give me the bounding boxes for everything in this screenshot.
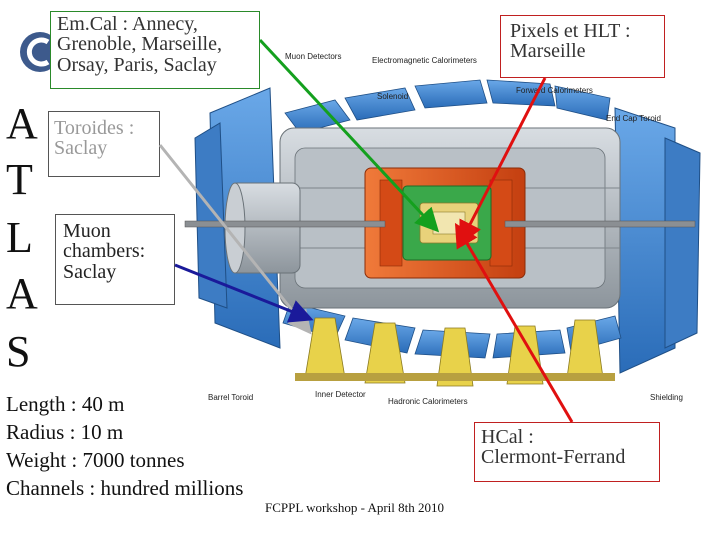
floor-rail (295, 373, 615, 381)
atlas-letter-a2: A (6, 269, 38, 318)
callout-pixels-line-1: Pixels et HLT : (510, 20, 631, 42)
callout-toroids-line-1: Toroides : (54, 117, 135, 139)
callout-emcal-line-1: Em.Cal : Annecy, (57, 13, 198, 35)
label-hadronic-calorimeters: Hadronic Calorimeters (388, 397, 468, 406)
callout-muon-line-1: Muon (63, 220, 111, 242)
label-barrel-toroid: Barrel Toroid (208, 393, 254, 402)
callout-hcal-line-2: Clermont-Ferrand (481, 446, 626, 469)
atlas-letter-l: L (6, 213, 33, 262)
right-end-cap (614, 107, 701, 374)
atlas-letter-a1: A (6, 99, 38, 148)
stat-length: Length : 40 m (6, 392, 125, 416)
callout-muon-chambers: Muon chambers: Saclay (55, 214, 175, 305)
label-muon-detectors: Muon Detectors (285, 52, 342, 61)
label-forward-calorimeters: Forward Calorimeters (516, 86, 593, 95)
stat-channels: Channels : hundred millions (6, 476, 244, 500)
callout-emcal-line-2: Grenoble, Marseille, (57, 33, 222, 56)
stat-radius: Radius : 10 m (6, 420, 124, 444)
callout-toroids-line-2: Saclay (54, 137, 108, 160)
callout-emcal-line-3: Orsay, Paris, Saclay (57, 53, 217, 76)
callout-muon-line-2: chambers: (63, 240, 146, 263)
stat-weight: Weight : 7000 tonnes (6, 448, 185, 472)
callout-emcal: Em.Cal : Annecy, Grenoble, Marseille, Or… (50, 11, 260, 89)
label-end-cap-toroid: End Cap Toroid (606, 114, 661, 123)
label-inner-detector: Inner Detector (315, 390, 366, 399)
callout-muon-line-3: Saclay (63, 260, 117, 283)
atlas-letter-s: S (6, 327, 31, 376)
label-solenoid: Solenoid (377, 92, 409, 101)
left-cylinder (224, 182, 301, 274)
callout-pixels-line-2: Marseille (510, 40, 586, 63)
detector-stats: Length : 40 m Radius : 10 m Weight : 700… (6, 390, 243, 502)
callout-hcal-line-1: HCal : (481, 426, 534, 448)
callout-pixels-hlt: Pixels et HLT : Marseille (500, 15, 665, 78)
label-em-calorimeters: Electromagnetic Calorimeters (372, 56, 477, 65)
callout-hcal: HCal : Clermont-Ferrand (474, 422, 660, 482)
label-shielding: Shielding (650, 393, 683, 402)
callout-toroids: Toroides : Saclay (48, 111, 160, 177)
inner-detector (419, 202, 479, 244)
footer-text: FCPPL workshop - April 8th 2010 (265, 500, 445, 515)
atlas-letter-t: T (6, 155, 33, 204)
